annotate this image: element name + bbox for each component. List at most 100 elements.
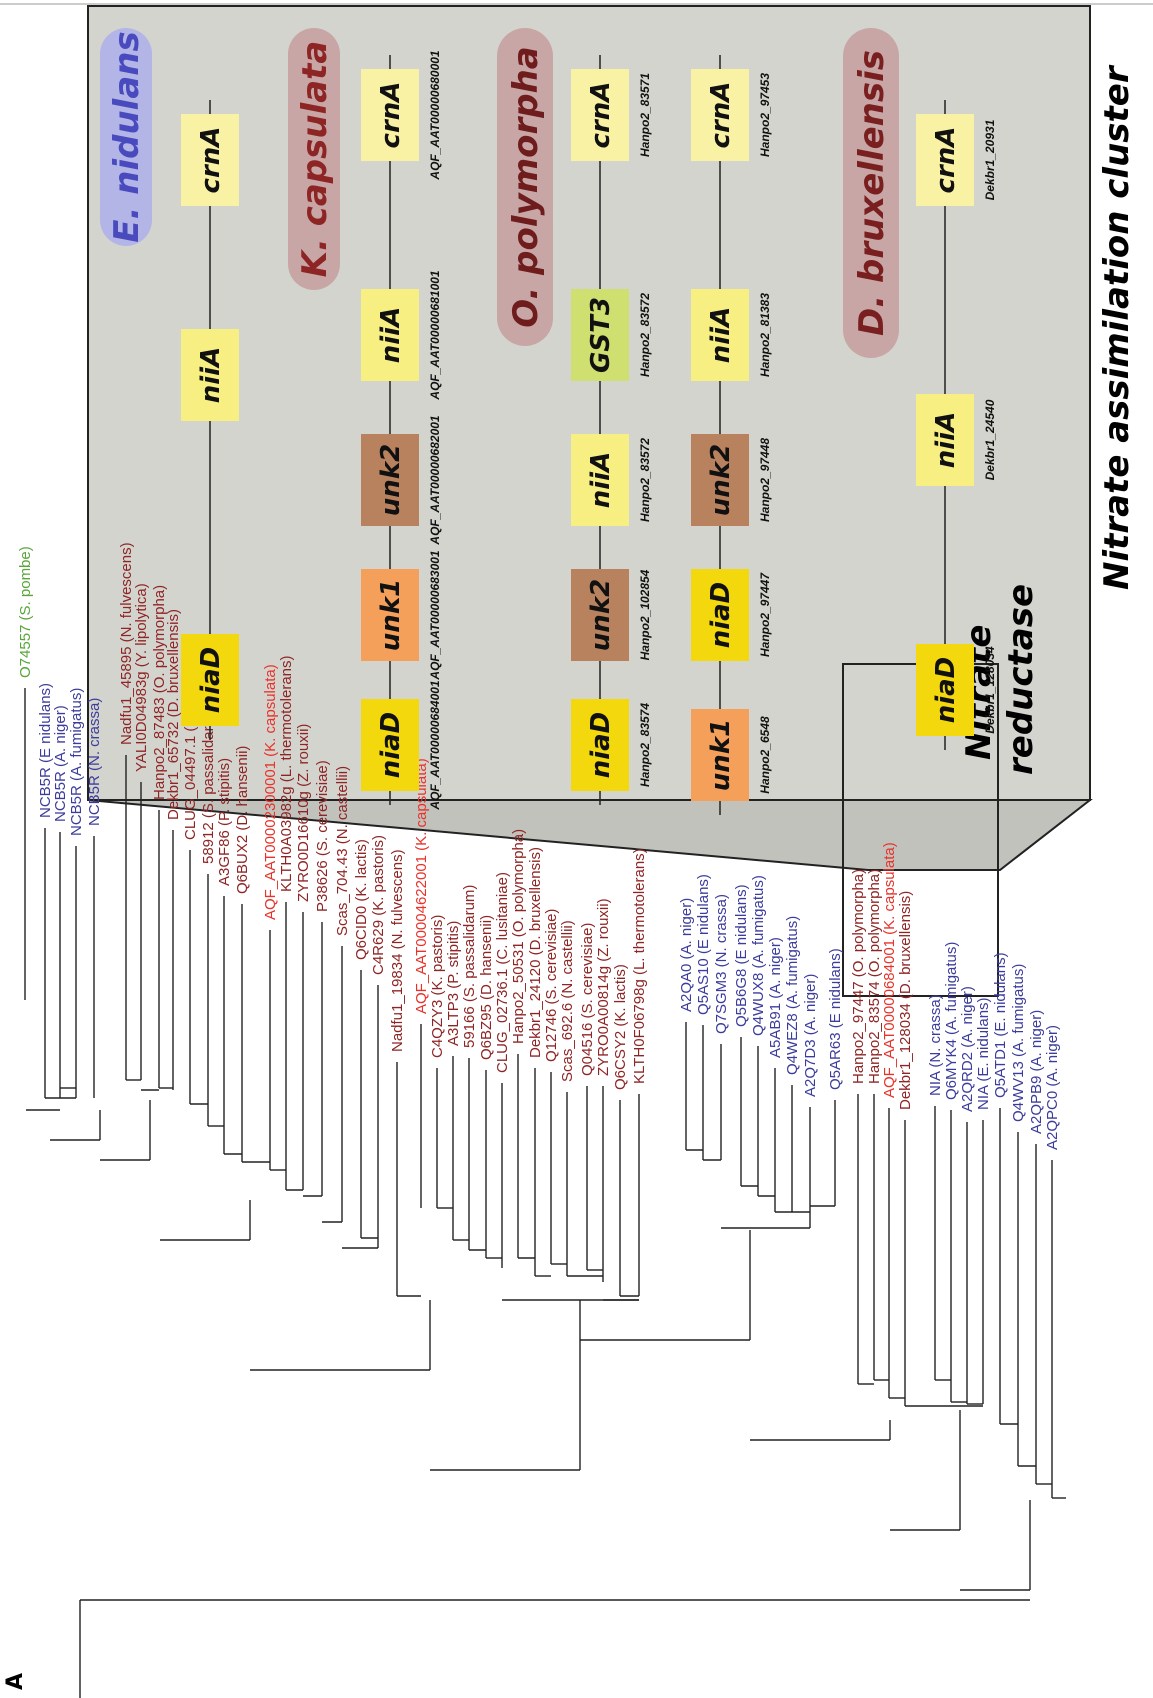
gene-id: Hanpo2_97447	[758, 572, 772, 657]
tree-leaf-label: A3GF86 (P. stipitis)	[216, 758, 233, 886]
gene-box-unk1	[361, 569, 419, 661]
species-pills: E. nidulans K. capsulata O. polymorpha D. b…	[100, 28, 899, 358]
gene-box-niaD	[571, 699, 629, 791]
tree-leaf-label: NCB5R (A. fumigatus)	[68, 688, 85, 836]
gene-box-crnA	[691, 69, 749, 161]
species-pill	[288, 28, 340, 290]
gene-id: AQF_AAT00000682001	[428, 415, 442, 546]
tree-leaf-label: Q4WEZ8 (A. fumigatus)	[784, 916, 801, 1075]
tree-leaf-label: A3LTP3 (P. stipitis)	[445, 921, 462, 1046]
gene-name: niiA	[931, 412, 961, 468]
species-name: K. capsulata	[295, 41, 335, 278]
tree-leaf-label: P38626 (S. cerevisiae)	[314, 760, 331, 912]
gene-name: niaD	[376, 712, 406, 779]
tree-leaf-label: NIA (N. crassa)	[927, 994, 944, 1096]
gene-name: niiA	[706, 307, 736, 363]
tree-leaf-label: Q4WV13 (A. fumigatus)	[1010, 964, 1027, 1122]
gene-id: Hanpo2_102854	[638, 569, 652, 660]
gene-id: Hanpo2_97453	[758, 73, 772, 157]
gene-id: Hanpo2_83572	[638, 438, 652, 522]
gene-box-niaD	[361, 699, 419, 791]
tree-leaf-label: Q6CSY2 (K. lactis)	[612, 964, 629, 1090]
gene-box-niaD	[916, 644, 974, 736]
cluster-title: Nitrate assimilation cluster	[1097, 64, 1137, 590]
gene-box-unk1	[691, 709, 749, 801]
tree-leaf-label: Q5B6G8 (E nidulans)	[733, 884, 750, 1027]
species-name: O. polymorpha	[506, 46, 546, 327]
tree-leaf-label: KLTH0F06798g (L. thermotolerans)	[631, 848, 648, 1084]
tree-labels: O74557 (S. pombe)NCB5R (E nidulans)NCB5R…	[17, 542, 1061, 1150]
gene-box-niiA	[571, 434, 629, 526]
gene-box-crnA	[181, 114, 239, 206]
tree-leaf-label: Nadfu1_19834 (N. fulvescens)	[389, 849, 406, 1052]
tree-leaf-label: Hanpo2_87483 (O. polymorpha)	[151, 585, 168, 800]
species-name: E. nidulans	[107, 31, 147, 242]
gene-id: Hanpo2_83574	[638, 703, 652, 787]
tree-leaf-label: Dekbr1_24120 (D. bruxellensis)	[527, 847, 544, 1058]
gene-id: Hanpo2_83572	[638, 293, 652, 377]
tree-leaf-label: Q12746 (S. cerevisiae)	[543, 909, 560, 1062]
species-pill	[100, 28, 152, 246]
tree-leaf-label: NIA (E. nidulans)	[975, 997, 992, 1110]
gene-name: niiA	[586, 452, 616, 508]
tree-leaf-label: C4R629 (K. pastoris)	[370, 835, 387, 975]
tree-leaf-label: A2Q7D3 (A. niger)	[802, 974, 819, 1097]
gene-name: crnA	[706, 82, 736, 149]
phylogenetic-tree	[24, 688, 1066, 1698]
tree-leaf-label: Dekbr1_65732 (D. bruxellensis)	[165, 609, 182, 820]
gene-id: Dekbr1_128034	[983, 646, 997, 734]
tree-leaf-label: A2QA0 (A. niger)	[678, 898, 695, 1012]
gene-name: niaD	[706, 582, 736, 649]
tree-leaf-label: Q6BUX2 (D. hansenii)	[234, 746, 251, 894]
gene-box-GST3	[571, 289, 629, 381]
gene-box-unk2	[691, 434, 749, 526]
gene-id: AQF_AAT00000681001	[428, 270, 442, 401]
gene-name: unk2	[376, 444, 406, 516]
gene-id: Dekbr1_24540	[983, 399, 997, 480]
tree-leaf-label: Hanpo2_97447 (O. polymorpha)	[850, 869, 867, 1084]
panel-bottom-face	[87, 799, 1093, 871]
gene-id: AQF_AAT00000683001	[428, 550, 442, 681]
gene-id: Hanpo2_6548	[758, 716, 772, 794]
tree-leaf-label: O74557 (S. pombe)	[17, 546, 34, 678]
gene-id: Hanpo2_81383	[758, 293, 772, 377]
gene-box-niiA	[181, 329, 239, 421]
tree-leaf-label: Dekbr1_128034 (D. bruxellensis)	[897, 891, 914, 1110]
gene-name: unk2	[586, 579, 616, 651]
tree-leaf-label: CLUG_02736.1 (C. lusitaniae)	[494, 872, 511, 1073]
gene-name: unk1	[706, 719, 736, 791]
gene-box-crnA	[361, 69, 419, 161]
species-pill	[843, 28, 899, 358]
tree-leaf-label: Q5AS10 (E nidulans)	[695, 874, 712, 1015]
gene-box-niiA	[361, 289, 419, 381]
tree-leaf-label: Q6BZ95 (D. hansenii)	[478, 915, 495, 1060]
gene-name: unk1	[376, 579, 406, 651]
gene-name: niaD	[196, 647, 226, 714]
gene-name: niiA	[196, 347, 226, 403]
gene-name: crnA	[376, 82, 406, 149]
tree-leaf-label: 59166 (S. passalidarum)	[461, 885, 478, 1048]
tree-leaf-label: YALI0D04983g (Y. lipolytica)	[133, 583, 150, 772]
gene-name: GST3	[586, 297, 616, 373]
tree-leaf-label: A2QPB9 (A. niger)	[1028, 1010, 1045, 1134]
gene-box-unk2	[361, 434, 419, 526]
gene-name: niiA	[376, 307, 406, 363]
species-name: D. bruxellensis	[852, 50, 892, 336]
tree-leaf-label: ZYRO0A00814g (Z. rouxii)	[595, 898, 612, 1076]
tree-leaf-label: Hanpo2_83574 (O. polymorpha)	[866, 869, 883, 1084]
tree-leaf-label: Scas_704.43 (N. castellii)	[334, 766, 351, 936]
gene-name: crnA	[586, 82, 616, 149]
tree-leaf-label: A2QRD2 (A. niger)	[959, 986, 976, 1112]
tree-leaf-label: KLTH0A03982g (L. thermotolerans)	[278, 655, 295, 892]
gene-box-niaD	[181, 634, 239, 726]
tree-leaf-label: Q7SGM3 (N. crassa)	[713, 894, 730, 1034]
gene-name: crnA	[196, 127, 226, 194]
gene-id: Hanpo2_83571	[638, 73, 652, 157]
gene-id: Dekbr1_20931	[983, 119, 997, 200]
tree-leaf-label: NCB5R (N. crassa)	[86, 698, 103, 826]
gene-name: crnA	[931, 127, 961, 194]
tree-leaf-label: AQF_AAT00004622001 (K. capsulata)	[413, 758, 430, 1014]
gene-name: unk2	[706, 444, 736, 516]
